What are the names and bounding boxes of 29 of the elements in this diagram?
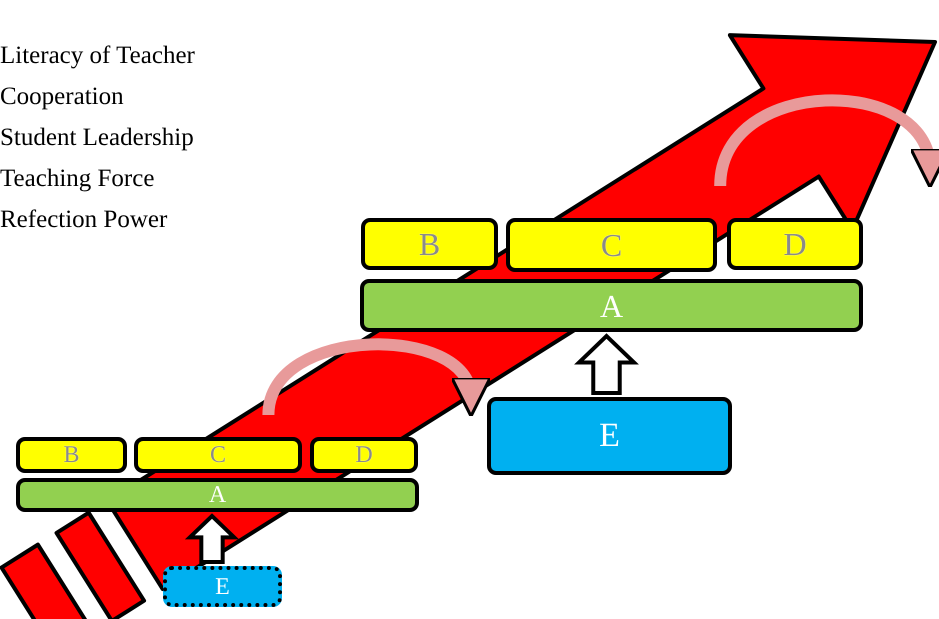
list-item-text: Teaching Force: [0, 165, 154, 193]
curved-arrow: [262, 338, 487, 418]
box-label: E: [599, 419, 620, 453]
support-box: [163, 566, 282, 607]
box-label: C: [600, 229, 622, 261]
block-arrow: [184, 513, 240, 564]
base-bar: [16, 478, 419, 512]
box-label: A: [600, 290, 624, 322]
list-item-text: Cooperation: [0, 83, 124, 111]
box-label: E: [215, 574, 230, 598]
block-arrow: [574, 333, 639, 395]
factor-box: [310, 437, 418, 473]
support-box: [487, 397, 732, 475]
box-label: C: [210, 443, 226, 467]
factor-box: [361, 218, 498, 270]
list-item-text: Refection Power: [0, 206, 168, 234]
list-item-text: Student Leadership: [0, 124, 194, 152]
box-label: D: [783, 228, 807, 260]
box-label: A: [208, 483, 226, 507]
factor-box: [506, 218, 717, 272]
curved-arrow: [714, 94, 939, 188]
list-item-text: Literacy of Teacher: [0, 42, 195, 70]
base-bar: [360, 279, 863, 332]
factor-box: [16, 437, 127, 473]
factor-box: [727, 218, 863, 270]
factor-box: [134, 437, 302, 473]
box-label: D: [355, 443, 373, 467]
box-label: B: [418, 228, 440, 260]
box-label: B: [63, 443, 80, 467]
